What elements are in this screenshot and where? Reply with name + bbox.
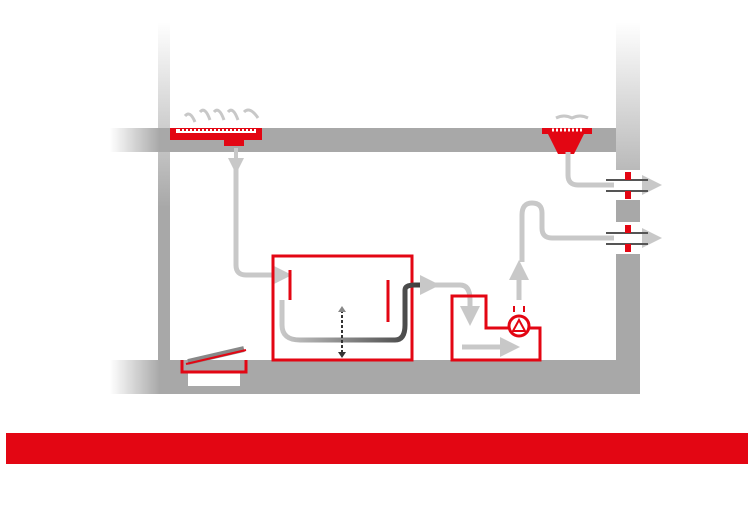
backflow-flap — [180, 346, 248, 386]
pipe-pressure-line — [519, 200, 662, 262]
roof-drain — [542, 114, 592, 154]
footer-red-band — [6, 433, 748, 464]
pump-sump — [450, 294, 542, 362]
left-wall — [158, 22, 170, 394]
pipe-roof-drain-out — [565, 152, 662, 195]
separator-tank — [271, 254, 440, 362]
pipe-separator-to-sump — [430, 282, 480, 326]
pipe-drain-to-separator — [233, 165, 292, 285]
floor-drain-upper — [170, 108, 262, 174]
pump — [507, 306, 531, 338]
wall-penetration-seals — [606, 170, 648, 254]
